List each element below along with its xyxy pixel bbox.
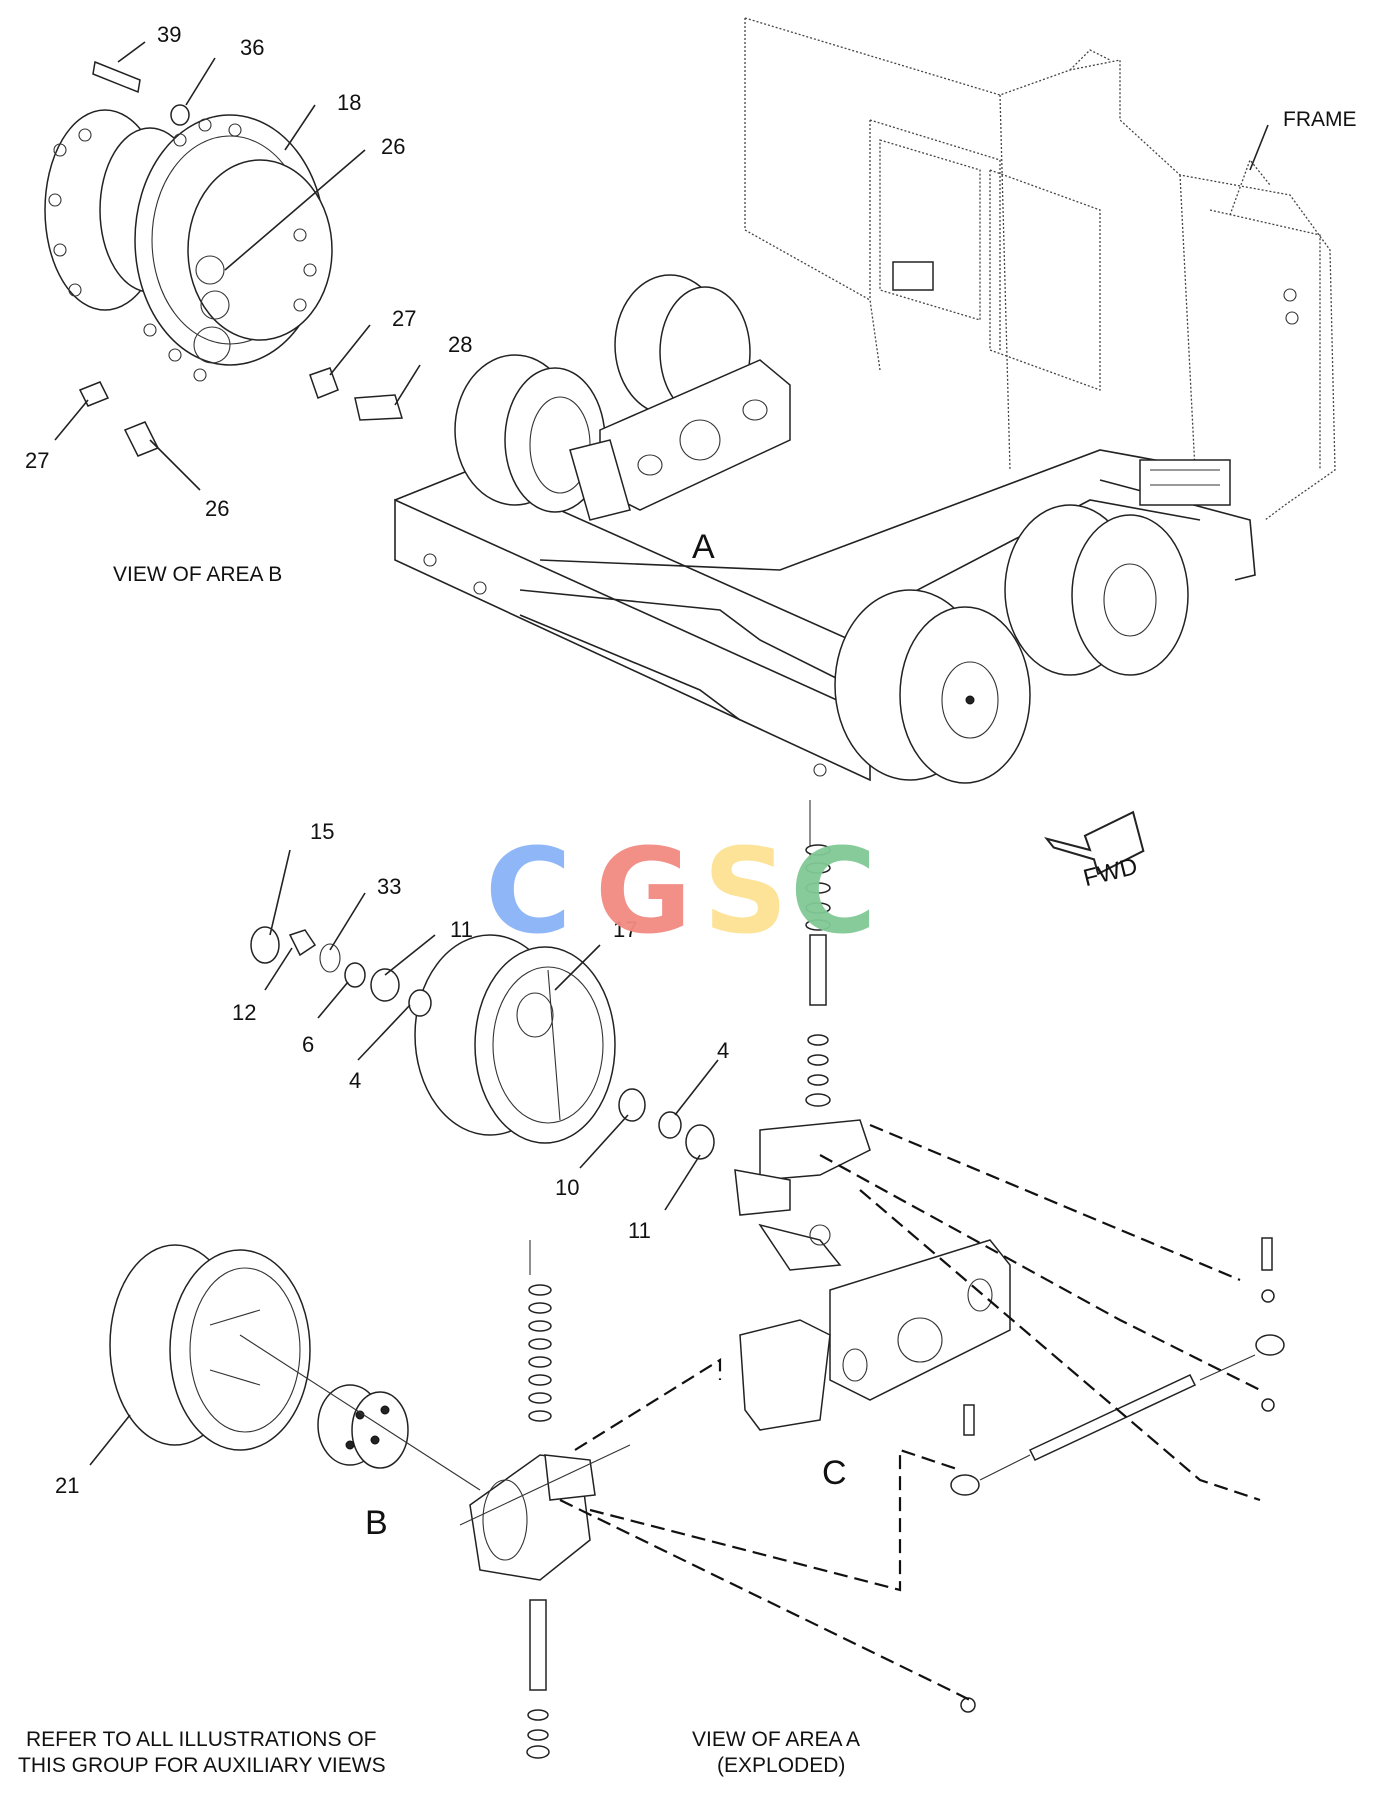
bolt-39 <box>92 60 141 94</box>
callout-26-top: 26 <box>381 134 405 159</box>
view-area-a-caption-line2: (EXPLODED) <box>717 1754 845 1777</box>
wheel-21 <box>109 1244 311 1451</box>
callout-11-bottom: 11 <box>628 1218 651 1243</box>
ring-33 <box>319 943 341 973</box>
callout-18: 18 <box>337 90 361 115</box>
fwd-arrow <box>1044 810 1145 876</box>
refer-note-line1: REFER TO ALL ILLUSTRATIONS OF <box>26 1728 376 1751</box>
callout-leaders <box>54 41 719 1466</box>
bearing-4-inner <box>658 1111 682 1139</box>
callout-6: 6 <box>302 1032 314 1057</box>
bearing-11-inner <box>685 1124 715 1160</box>
front-wheel-right <box>1004 504 1189 676</box>
bearing-4-outer <box>408 989 432 1017</box>
callout-4-left: 4 <box>349 1068 361 1093</box>
callout-numbers: 39 36 18 26 27 28 27 26 15 33 11 17 12 6… <box>25 22 729 1498</box>
steering-yoke-upper <box>734 1119 871 1271</box>
bearing-11-outer <box>370 968 400 1002</box>
area-a-label: A <box>692 528 715 566</box>
drive-motor-b <box>317 1384 409 1469</box>
callout-10: 10 <box>555 1175 579 1200</box>
axle-lines <box>239 1334 631 1526</box>
callout-28: 28 <box>448 332 472 357</box>
area-b-label: B <box>365 1504 388 1542</box>
callout-17: 17 <box>613 917 637 942</box>
fitting-28 <box>354 394 403 421</box>
callout-21: 21 <box>55 1473 79 1498</box>
refer-note-line2: THIS GROUP FOR AUXILIARY VIEWS <box>18 1754 386 1777</box>
steering-knuckle-lower <box>469 1454 596 1581</box>
frame-bracket <box>892 261 934 291</box>
callout-11-top: 11 <box>450 917 473 942</box>
area-c-label: C <box>822 1454 847 1492</box>
callout-33: 33 <box>377 874 401 899</box>
callout-26-bottom: 26 <box>205 496 229 521</box>
watermark-letter-1: C <box>485 822 572 960</box>
frame-label: FRAME <box>1283 108 1357 131</box>
watermark-letter-3: S <box>703 822 788 960</box>
watermark-letter-4: C <box>790 822 877 960</box>
callout-39: 39 <box>157 22 181 47</box>
callout-12: 12 <box>232 1000 256 1025</box>
swing-arm-a <box>569 359 791 521</box>
exploded-dashes <box>559 1123 1261 1701</box>
callout-27-left: 27 <box>25 448 49 473</box>
drive-motor-detail <box>44 60 403 457</box>
bolts-right <box>960 1237 1275 1713</box>
seal-15 <box>250 926 280 964</box>
kingpin-stack-upper <box>805 800 831 1107</box>
swing-arm-c <box>739 1239 1011 1431</box>
frame-assembly <box>744 17 1336 521</box>
callout-27-right: 27 <box>392 306 416 331</box>
front-wheel-left <box>834 589 1031 784</box>
fitting-27-right <box>309 367 339 399</box>
watermark-letter-2: G <box>595 822 692 960</box>
fitting-27-left <box>78 381 110 407</box>
callout-15: 15 <box>310 819 334 844</box>
seal-10 <box>618 1088 646 1122</box>
cgsc-watermark: C G S C <box>485 822 877 960</box>
callout-4-right: 4 <box>717 1038 729 1063</box>
tie-rod <box>950 1334 1285 1496</box>
plug-26-bottom <box>123 421 160 457</box>
washer-6 <box>344 962 366 988</box>
hydraulic-block <box>1139 459 1231 506</box>
view-area-b-caption: VIEW OF AREA B <box>113 563 282 586</box>
wheel-17-exploded <box>250 926 715 1160</box>
kingpin-stack-lower <box>526 1240 552 1759</box>
lower-chassis <box>394 449 1256 782</box>
callout-36: 36 <box>240 35 264 60</box>
washer-36 <box>170 104 190 126</box>
view-area-a-caption-line1: VIEW OF AREA A <box>692 1728 860 1751</box>
nut-12 <box>288 929 317 957</box>
